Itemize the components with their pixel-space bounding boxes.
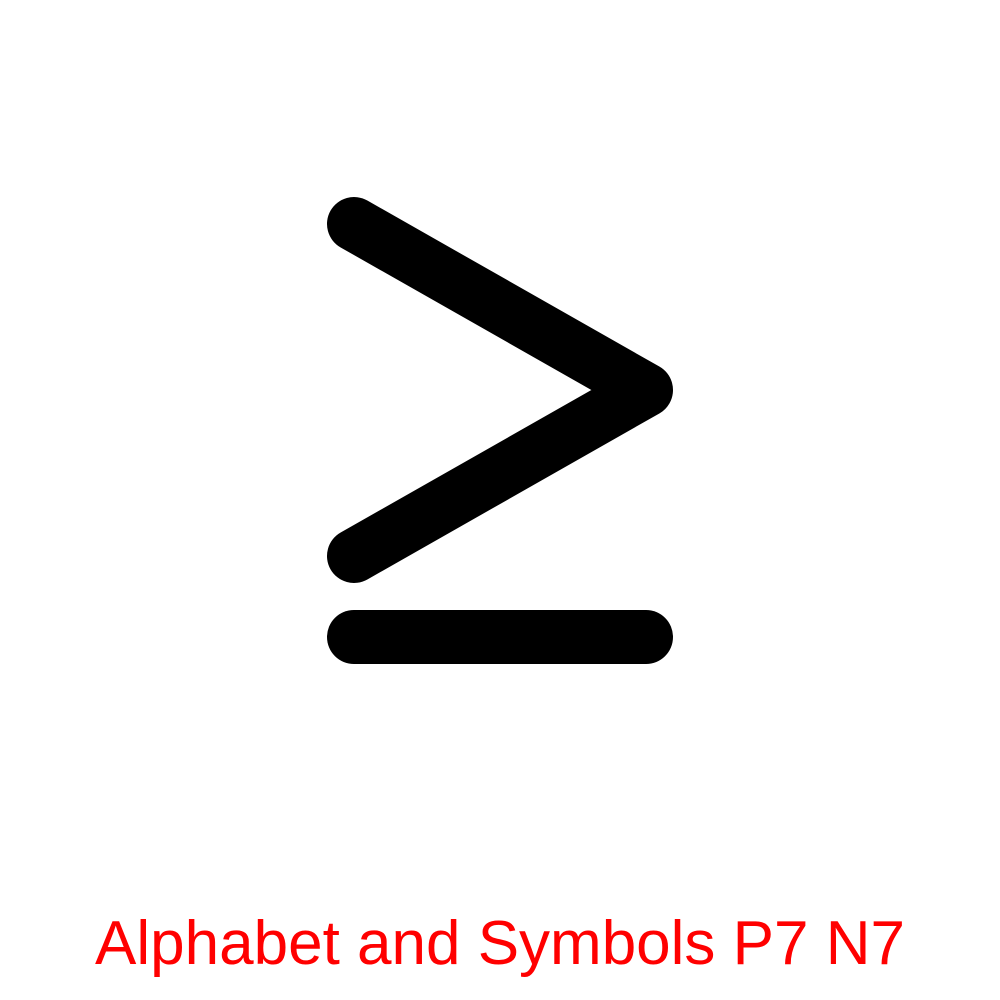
greater-than-chevron — [327, 197, 673, 583]
caption-label: Alphabet and Symbols P7 N7 — [95, 909, 905, 978]
